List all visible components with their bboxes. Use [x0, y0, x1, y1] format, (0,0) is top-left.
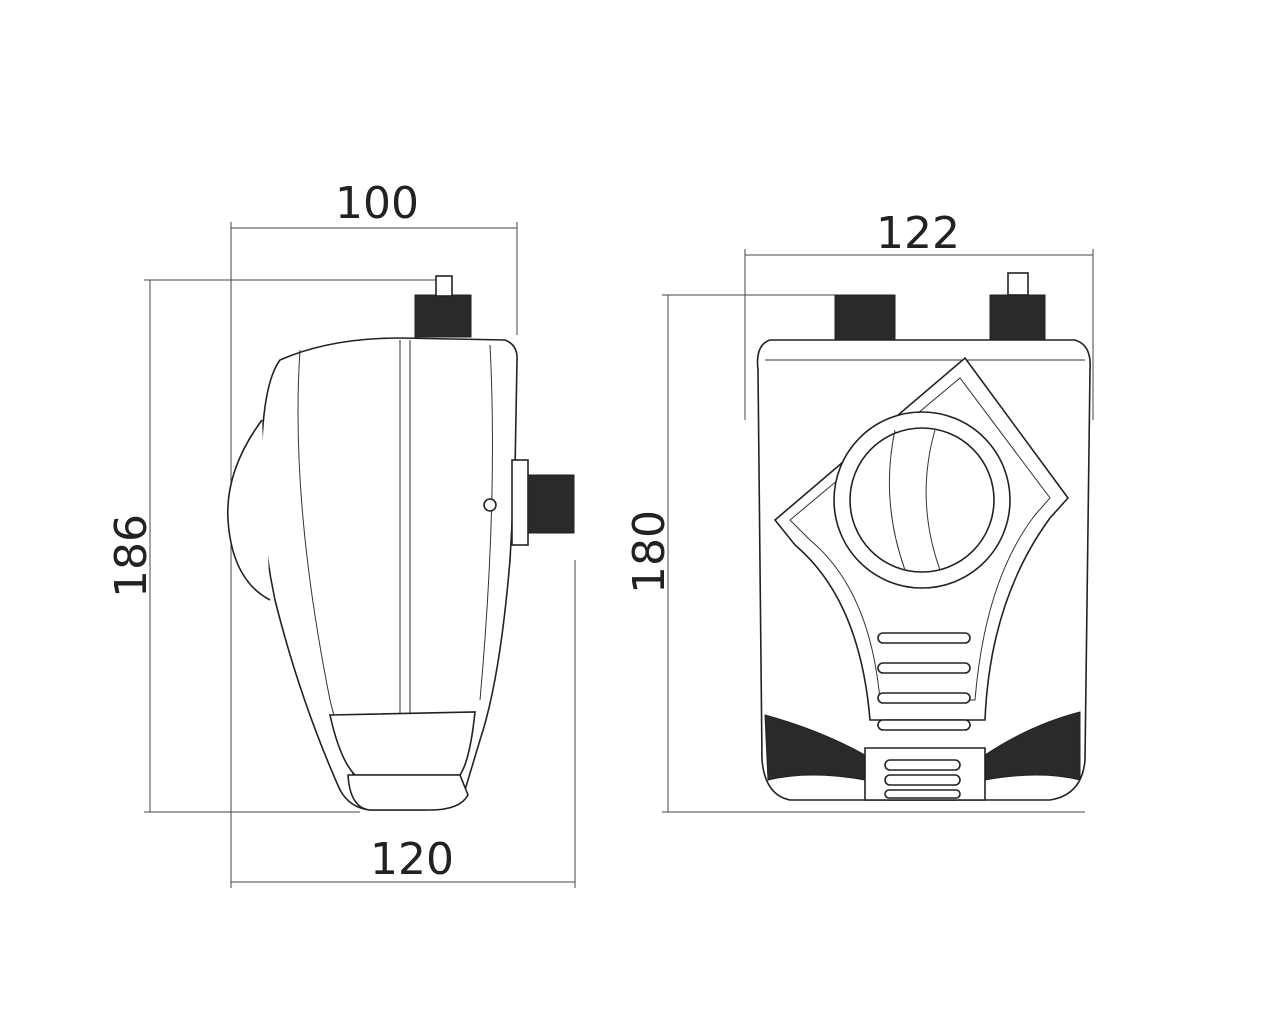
side-view-dimensions: 100 120 186	[106, 178, 576, 888]
side-fitting	[527, 474, 575, 534]
dimension-front-height: 180	[624, 510, 675, 594]
dimension-front-width: 122	[876, 208, 960, 259]
side-view-heater	[226, 275, 575, 811]
front-view-dimensions: 122 180	[624, 208, 1094, 813]
front-view-heater	[756, 272, 1092, 801]
right-fitting	[989, 294, 1046, 341]
dimension-side-height: 186	[106, 514, 157, 598]
top-fitting	[414, 294, 472, 338]
dimension-top-width: 100	[335, 178, 419, 229]
dimension-bottom-width: 120	[370, 834, 454, 885]
left-fitting	[834, 294, 896, 341]
